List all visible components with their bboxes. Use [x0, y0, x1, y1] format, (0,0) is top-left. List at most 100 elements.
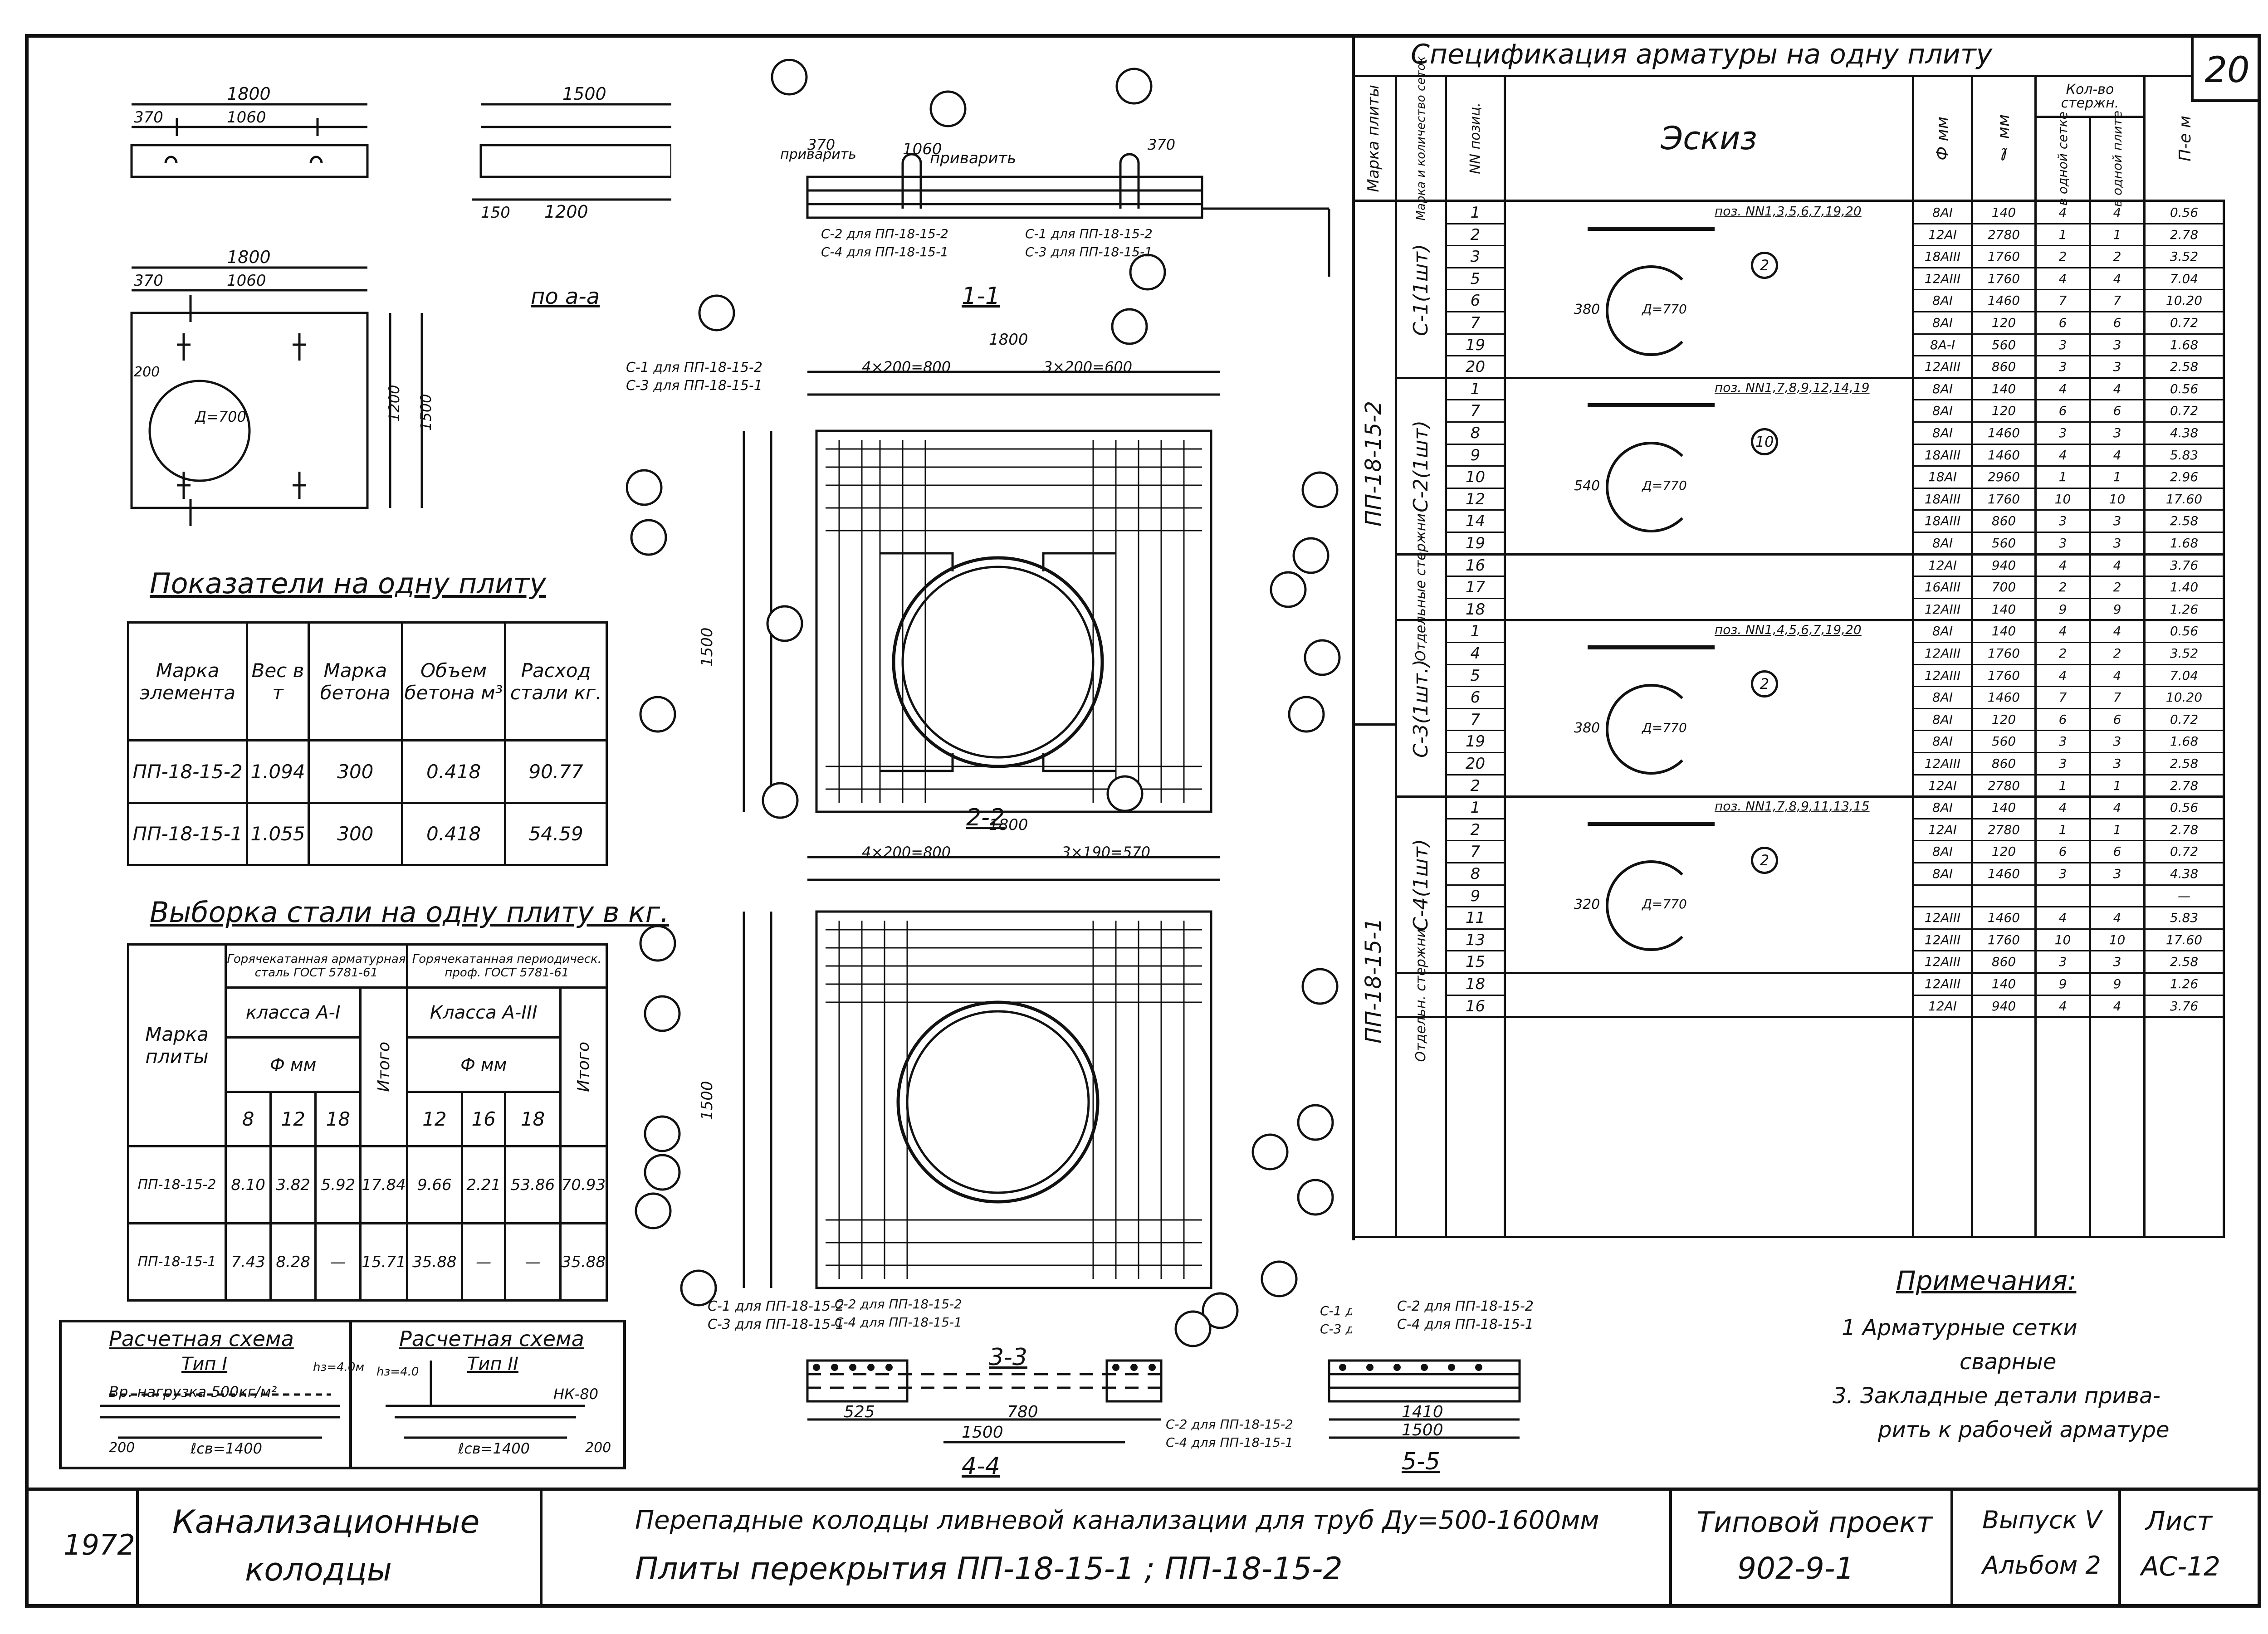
- ind-cell: 300: [307, 801, 404, 866]
- steel-cell: 7.43: [224, 1222, 272, 1302]
- spec-cell: 12АI: [1928, 822, 1957, 837]
- spec-cell: 7: [2113, 293, 2121, 308]
- spec-cell: 8АI: [1932, 624, 1953, 639]
- steel-title: Выборка стали на одну плиту в кг.: [150, 896, 669, 929]
- section-11-label: 1-1: [962, 283, 1000, 310]
- dim-370-top-left: 370: [807, 136, 835, 153]
- spec-cell: 2: [2058, 249, 2067, 264]
- spec-cell: 8АI: [1932, 293, 1953, 308]
- spec-cell: 860: [1991, 513, 2016, 529]
- scheme2-type: Тип II: [467, 1354, 518, 1375]
- plan-dim-200: 200: [134, 364, 160, 380]
- spec-cell: 3: [2113, 756, 2121, 771]
- spec-row-line: [1445, 686, 1506, 688]
- spec-h-inmesh-cell: в одной сетке: [2037, 112, 2091, 206]
- spec-cell: 7.04: [2170, 271, 2199, 286]
- spec-row-line: [1445, 289, 1506, 291]
- sheet-number-box: [2191, 34, 2261, 102]
- plan1-mesh-c1-note: С-1 для ПП-18-15-2: [626, 360, 763, 376]
- spec-sketch-arc: [1606, 860, 1696, 951]
- spec-cell: 1: [2058, 822, 2067, 837]
- spec-row-line: [1912, 840, 2225, 842]
- stamp-desc-1: Перепадные колодцы ливневой канализации …: [635, 1506, 1599, 1535]
- spec-h-len-cell: ℓ мм: [1973, 77, 2037, 200]
- spec-cell: [2037, 885, 2089, 907]
- note-1b: сварные: [1960, 1349, 2057, 1375]
- steel-group1: Горячекатанная арматурная сталь ГОСТ 578…: [225, 943, 408, 989]
- spec-row-line: [1912, 333, 2225, 335]
- spec-cell: [1973, 885, 2034, 907]
- dim-780: 780: [1007, 1403, 1038, 1421]
- spec-cell: 1460: [1987, 293, 2020, 308]
- spec-cell: 16АIII: [1924, 580, 1961, 595]
- section-55-label: 5-5: [1402, 1448, 1440, 1475]
- spec-row-line: [1912, 576, 2225, 577]
- spec-sketch-diameter: Д=770: [1642, 302, 1687, 317]
- spec-sketch-ref: 10: [1751, 428, 1778, 455]
- stamp-project-2: 902-9-1: [1737, 1551, 1854, 1586]
- spec-row-line: [1445, 333, 1506, 335]
- dim-1410: 1410: [1402, 1403, 1443, 1421]
- spec-row-line: [1445, 223, 1506, 224]
- spec-cell: 14: [1465, 512, 1486, 531]
- steel-cell: 15.71: [359, 1222, 408, 1302]
- scheme2-title: Расчетная схема: [399, 1327, 584, 1351]
- spec-cell: 12АIII: [1924, 756, 1961, 771]
- top-mesh-c4-note: С-4 для ПП-18-15-1: [821, 244, 948, 259]
- spec-cell: 3: [2058, 866, 2067, 881]
- spec-cell: 8АI: [1932, 536, 1953, 551]
- spec-cell: 4: [2058, 998, 2067, 1014]
- spec-h-mesh: Марка и количество сеток: [1414, 56, 1428, 221]
- spec-cell: 8АI: [1932, 800, 1953, 815]
- spec-cell: 0.56: [2170, 205, 2199, 220]
- plan-dim-1060-a: 1060: [227, 108, 266, 127]
- spec-cell: 12АIII: [1924, 910, 1961, 926]
- plan-dim-370-a: 370: [134, 108, 163, 127]
- spec-cell: 1: [1470, 204, 1481, 222]
- spec-sketch-note: поз. NN1,4,5,6,7,19,20: [1715, 622, 1862, 638]
- spec-cell: 1460: [1987, 425, 2020, 440]
- spec-row-line: [1445, 576, 1506, 577]
- spec-col-line: [2143, 202, 2146, 1238]
- spec-cell: 3.76: [2170, 998, 2199, 1014]
- stamp-project-1: Типовой проект: [1696, 1506, 1933, 1539]
- spec-group-divider: [1395, 376, 2225, 379]
- spec-col-line: [1504, 202, 1506, 1238]
- spec-cell: 1760: [1987, 491, 2020, 507]
- spec-sketch-bar: [1588, 227, 1715, 231]
- spec-row-line: [1912, 223, 2225, 224]
- spec-cell: 4: [2058, 624, 2067, 639]
- steel-cell: 5.92: [314, 1145, 362, 1224]
- dim-525: 525: [844, 1403, 875, 1421]
- steel-dia1: Ф мм: [224, 1036, 362, 1093]
- spec-col-line: [1912, 202, 1914, 1238]
- spec-cell: 12АIII: [1924, 601, 1961, 617]
- spec-cell: 4: [2113, 381, 2121, 396]
- steel-d: 18: [314, 1091, 362, 1147]
- spec-cell: 4: [2058, 271, 2067, 286]
- spec-row-line: [1912, 774, 2225, 776]
- spec-cell: 1: [2113, 227, 2121, 242]
- spec-row-line: [1445, 840, 1506, 842]
- stamp-div: [540, 1488, 543, 1608]
- spec-group-divider: [1395, 972, 2225, 974]
- section-44-label: 4-4: [962, 1453, 1000, 1480]
- steel-cell: 53.86: [504, 1145, 562, 1224]
- plan2-mesh-c1-note: С-1 для ПП-18-15-2: [1320, 1303, 1352, 1318]
- spec-cell: 860: [1991, 359, 2016, 375]
- spec-cell: 9: [1470, 446, 1481, 464]
- spec-row-line: [1912, 862, 2225, 863]
- spec-cell: 1: [2113, 822, 2121, 837]
- spec-cell: 4: [2113, 557, 2121, 573]
- spec-cell: 2: [2113, 646, 2121, 661]
- spec-cell: 1760: [1987, 668, 2020, 683]
- dim-1800-plan1: 1800: [989, 331, 1028, 349]
- ind-header-steel: Расход стали кг.: [504, 621, 608, 741]
- steel-cell: 8.10: [224, 1145, 272, 1224]
- spec-row-line: [1912, 465, 2225, 467]
- spec-group-divider: [1395, 619, 2225, 622]
- spec-row-line: [1445, 443, 1506, 445]
- plan-dim-1060-b: 1060: [227, 272, 266, 290]
- ind-cell: 1.094: [246, 739, 310, 804]
- spec-cell: 12АI: [1928, 998, 1957, 1014]
